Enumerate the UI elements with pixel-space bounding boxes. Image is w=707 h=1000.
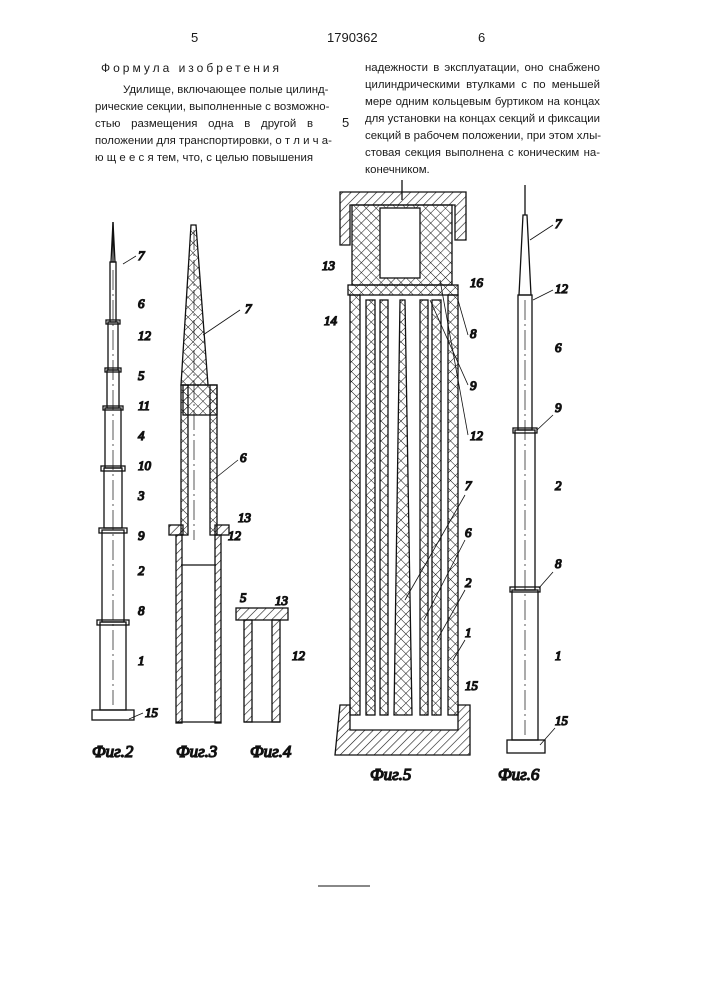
figure-label: 7 <box>245 301 252 316</box>
figure-label: 8 <box>470 326 477 341</box>
figure-label: 12 <box>228 528 242 543</box>
figure-label: 15 <box>145 705 159 720</box>
figure-6: 7 12 6 9 2 8 1 15 Фиг.6 <box>498 185 569 784</box>
figure-label: 12 <box>555 281 569 296</box>
figure-label: 16 <box>470 275 484 290</box>
figure-label: 15 <box>465 678 479 693</box>
figure-label: 5 <box>240 590 247 605</box>
figure-label: 15 <box>555 713 569 728</box>
figure-label: 3 <box>137 488 145 503</box>
figure-label: 13 <box>238 510 252 525</box>
fig3-caption: Фиг.3 <box>176 742 217 761</box>
figure-2: 7 6 12 5 11 4 10 3 9 2 8 1 15 Фиг.2 <box>92 222 159 761</box>
figure-label: 1 <box>465 625 472 640</box>
figure-label: 4 <box>138 428 145 443</box>
figure-label: 9 <box>138 528 145 543</box>
figure-label: 11 <box>138 398 150 413</box>
figure-label: 14 <box>324 313 338 328</box>
figure-label: 6 <box>138 296 145 311</box>
fig2-labels: 7 6 12 5 11 4 10 3 9 2 8 1 15 <box>123 248 159 720</box>
figure-label: 7 <box>465 478 472 493</box>
fig6-labels: 7 12 6 9 2 8 1 15 <box>530 216 569 745</box>
figure-label: 6 <box>555 340 562 355</box>
figure-4: 13 12 Фиг.4 <box>236 593 306 761</box>
figure-label: 6 <box>240 450 247 465</box>
figure-label: 9 <box>555 400 562 415</box>
figure-label: 6 <box>465 525 472 540</box>
figure-label: 2 <box>465 575 472 590</box>
figure-label: 13 <box>275 593 289 608</box>
fig6-caption: Фиг.6 <box>498 765 540 784</box>
figure-label: 9 <box>470 378 477 393</box>
figure-label: 8 <box>555 556 562 571</box>
figure-label: 10 <box>138 458 152 473</box>
figure-label: 5 <box>138 368 145 383</box>
figure-5: 13 16 14 8 9 12 7 6 2 1 15 Фиг.5 <box>322 180 484 784</box>
figure-label: 1 <box>555 648 562 663</box>
fig4-caption: Фиг.4 <box>250 742 292 761</box>
figure-label: 7 <box>138 248 145 263</box>
figure-3: 7 6 13 12 5 Фиг.3 <box>169 225 252 761</box>
figure-label: 12 <box>138 328 152 343</box>
figure-label: 8 <box>138 603 145 618</box>
figure-label: 7 <box>555 216 562 231</box>
figure-label: 12 <box>470 428 484 443</box>
fig2-caption: Фиг.2 <box>92 742 134 761</box>
fig5-caption: Фиг.5 <box>370 765 411 784</box>
figure-label: 12 <box>292 648 306 663</box>
figure-label: 2 <box>138 563 145 578</box>
figure-label: 13 <box>322 258 336 273</box>
figure-label: 2 <box>555 478 562 493</box>
figure-label: 1 <box>138 653 145 668</box>
